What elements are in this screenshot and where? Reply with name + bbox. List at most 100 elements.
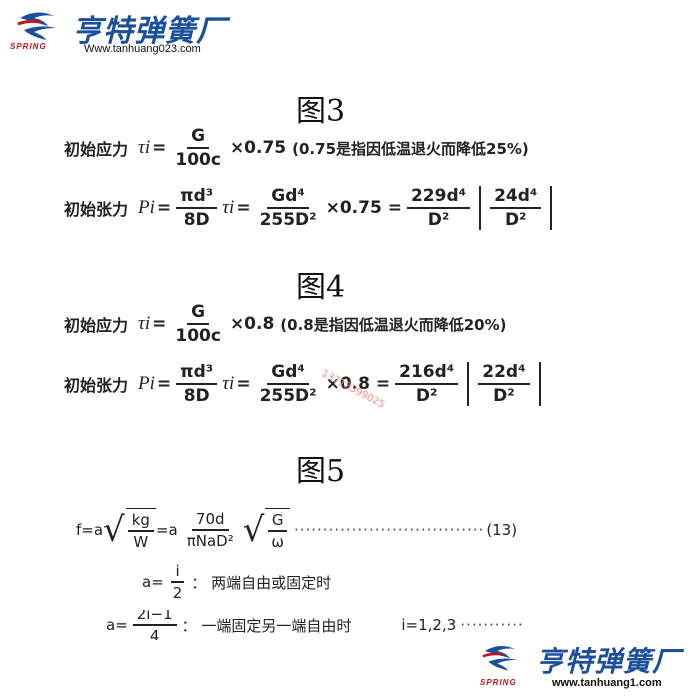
denominator: D² [427,210,450,230]
fraction: Gd⁴ 255D² [256,362,321,406]
fraction: G 100c [171,302,225,346]
figure-3-title: 图3 [296,94,346,129]
figure-4-title: 图4 [296,270,346,305]
a-lhs: a= [142,573,164,591]
mid-eq: =a [155,520,178,539]
bracket-group: 22d⁴ D² [467,362,541,406]
equation-number: (13) [486,520,518,539]
denominator: 8D [183,386,210,406]
fraction: G 100c [171,126,225,170]
fig5-a2-formula: a= 2i−1 4 ： 一端固定另一端自由时 i=1,2,3 ·········… [106,610,524,640]
denominator: D² [504,210,527,230]
multiplier: ×0.75 [229,138,287,158]
equals: = [152,138,167,158]
fig4-stress-formula: 初始应力 τi = G 100c ×0.8 (0.8是指因低温退火而降低20%) [64,302,507,346]
sqrt-2: √ G ω [243,508,290,551]
header-brand-name: 亨特弹簧厂 [72,14,227,49]
footer-spring-word: SPRING [480,678,517,687]
f-lhs: f=a [76,520,104,539]
tau-symbol: τi [222,197,235,218]
note: (0.8是指因低温退火而降低20%) [280,315,507,334]
equals: = [156,198,172,218]
radical-sign: √ [242,509,265,550]
numerator: G [267,511,288,532]
numerator: πd³ [176,186,218,209]
spring-logo-icon [482,645,517,671]
sqrt-1: √ kg W [103,508,156,551]
stress-label: 初始应力 [64,140,129,159]
tau-symbol: τi [138,137,151,158]
fraction: πd³ 8D [176,186,218,230]
denominator: 4 [149,627,160,640]
tau-symbol: τi [138,313,151,334]
header-url: Www.tanhuang023.com [84,43,201,55]
footer-brand-name: 亨特弹簧厂 [536,645,682,678]
spring-logo-icon [17,12,56,40]
denominator: D² [493,386,515,406]
equals: = [152,314,167,334]
fraction: i 2 [169,562,187,602]
radical-sign: √ [103,509,125,550]
fraction: Gd⁴ 255D² [256,186,321,230]
fraction: 229d⁴ D² [406,186,471,230]
denominator: D² [415,386,438,406]
numerator: i [171,562,184,583]
leader-dots: ··········· [460,616,524,634]
stress-label: 初始应力 [64,316,129,335]
a2-note: ： 一端固定另一端自由时 [181,616,352,635]
denominator: πNaD² [186,531,234,550]
numerator: 22d⁴ [478,362,530,385]
fraction: πd³ 8D [176,362,218,406]
fig5-frequency-formula: f=a √ kg W =a 70d πNaD² √ G ω ··········… [76,508,517,551]
tau-symbol: τi [222,373,235,394]
multiplier: ×0.8 = [325,374,391,394]
multiplier: ×0.8 [229,314,275,334]
bracket-group: 24d⁴ D² [479,186,553,230]
multiplier: ×0.75 = [325,198,402,218]
p-symbol: Pi [138,373,155,394]
fig4-tension-formula: 初始张力 Pi = πd³ 8D τi = Gd⁴ 255D² ×0.8 = 2… [64,362,541,406]
fraction: 24d⁴ D² [490,186,542,230]
numerator: πd³ [176,362,218,385]
fraction: G ω [267,511,288,551]
numerator: 70d [191,510,229,531]
tension-label: 初始张力 [64,376,129,395]
fig3-tension-formula: 初始张力 Pi = πd³ 8D τi = Gd⁴ 255D² ×0.75 = … [64,186,553,230]
numerator: 229d⁴ [406,186,471,209]
figure-5-title: 图5 [296,454,346,489]
equals: = [236,198,251,218]
denominator: ω [271,533,284,551]
denominator: 100c [175,150,221,170]
fig5-a1-formula: a= i 2 ： 两端自由或固定时 [142,562,331,602]
denominator: 255D² [259,210,317,230]
fraction: 22d⁴ D² [478,362,530,406]
footer-url: www.tanhuang1.com [552,677,662,689]
denominator: W [133,533,149,551]
p-symbol: Pi [138,197,155,218]
numerator: 2i−1 [132,610,177,626]
i-values: i=1,2,3 [401,616,457,634]
fraction: 2i−1 4 [132,610,177,640]
numerator: G [187,126,210,149]
a-lhs: a= [106,616,128,634]
denominator: 8D [183,210,210,230]
numerator: kg [127,511,154,532]
radicand: G ω [265,508,290,551]
numerator: Gd⁴ [267,362,309,385]
note: (0.75是指因低温退火而降低25%) [292,139,529,158]
numerator: 216d⁴ [395,362,459,385]
fraction: 216d⁴ D² [395,362,459,406]
denominator: 255D² [259,386,317,406]
numerator: Gd⁴ [267,186,309,209]
leader-dots: ································· [293,520,485,539]
numerator: 24d⁴ [490,186,542,209]
fraction: kg W [127,511,154,551]
denominator: 100c [175,326,221,346]
fig3-stress-formula: 初始应力 τi = G 100c ×0.75 (0.75是指因低温退火而降低25… [64,126,529,170]
tension-label: 初始张力 [64,200,129,219]
header-spring-word: SPRING [10,42,47,51]
denominator: 2 [172,584,183,602]
numerator: G [187,302,210,325]
a1-note: ： 两端自由或固定时 [191,573,332,592]
equals: = [236,374,251,394]
